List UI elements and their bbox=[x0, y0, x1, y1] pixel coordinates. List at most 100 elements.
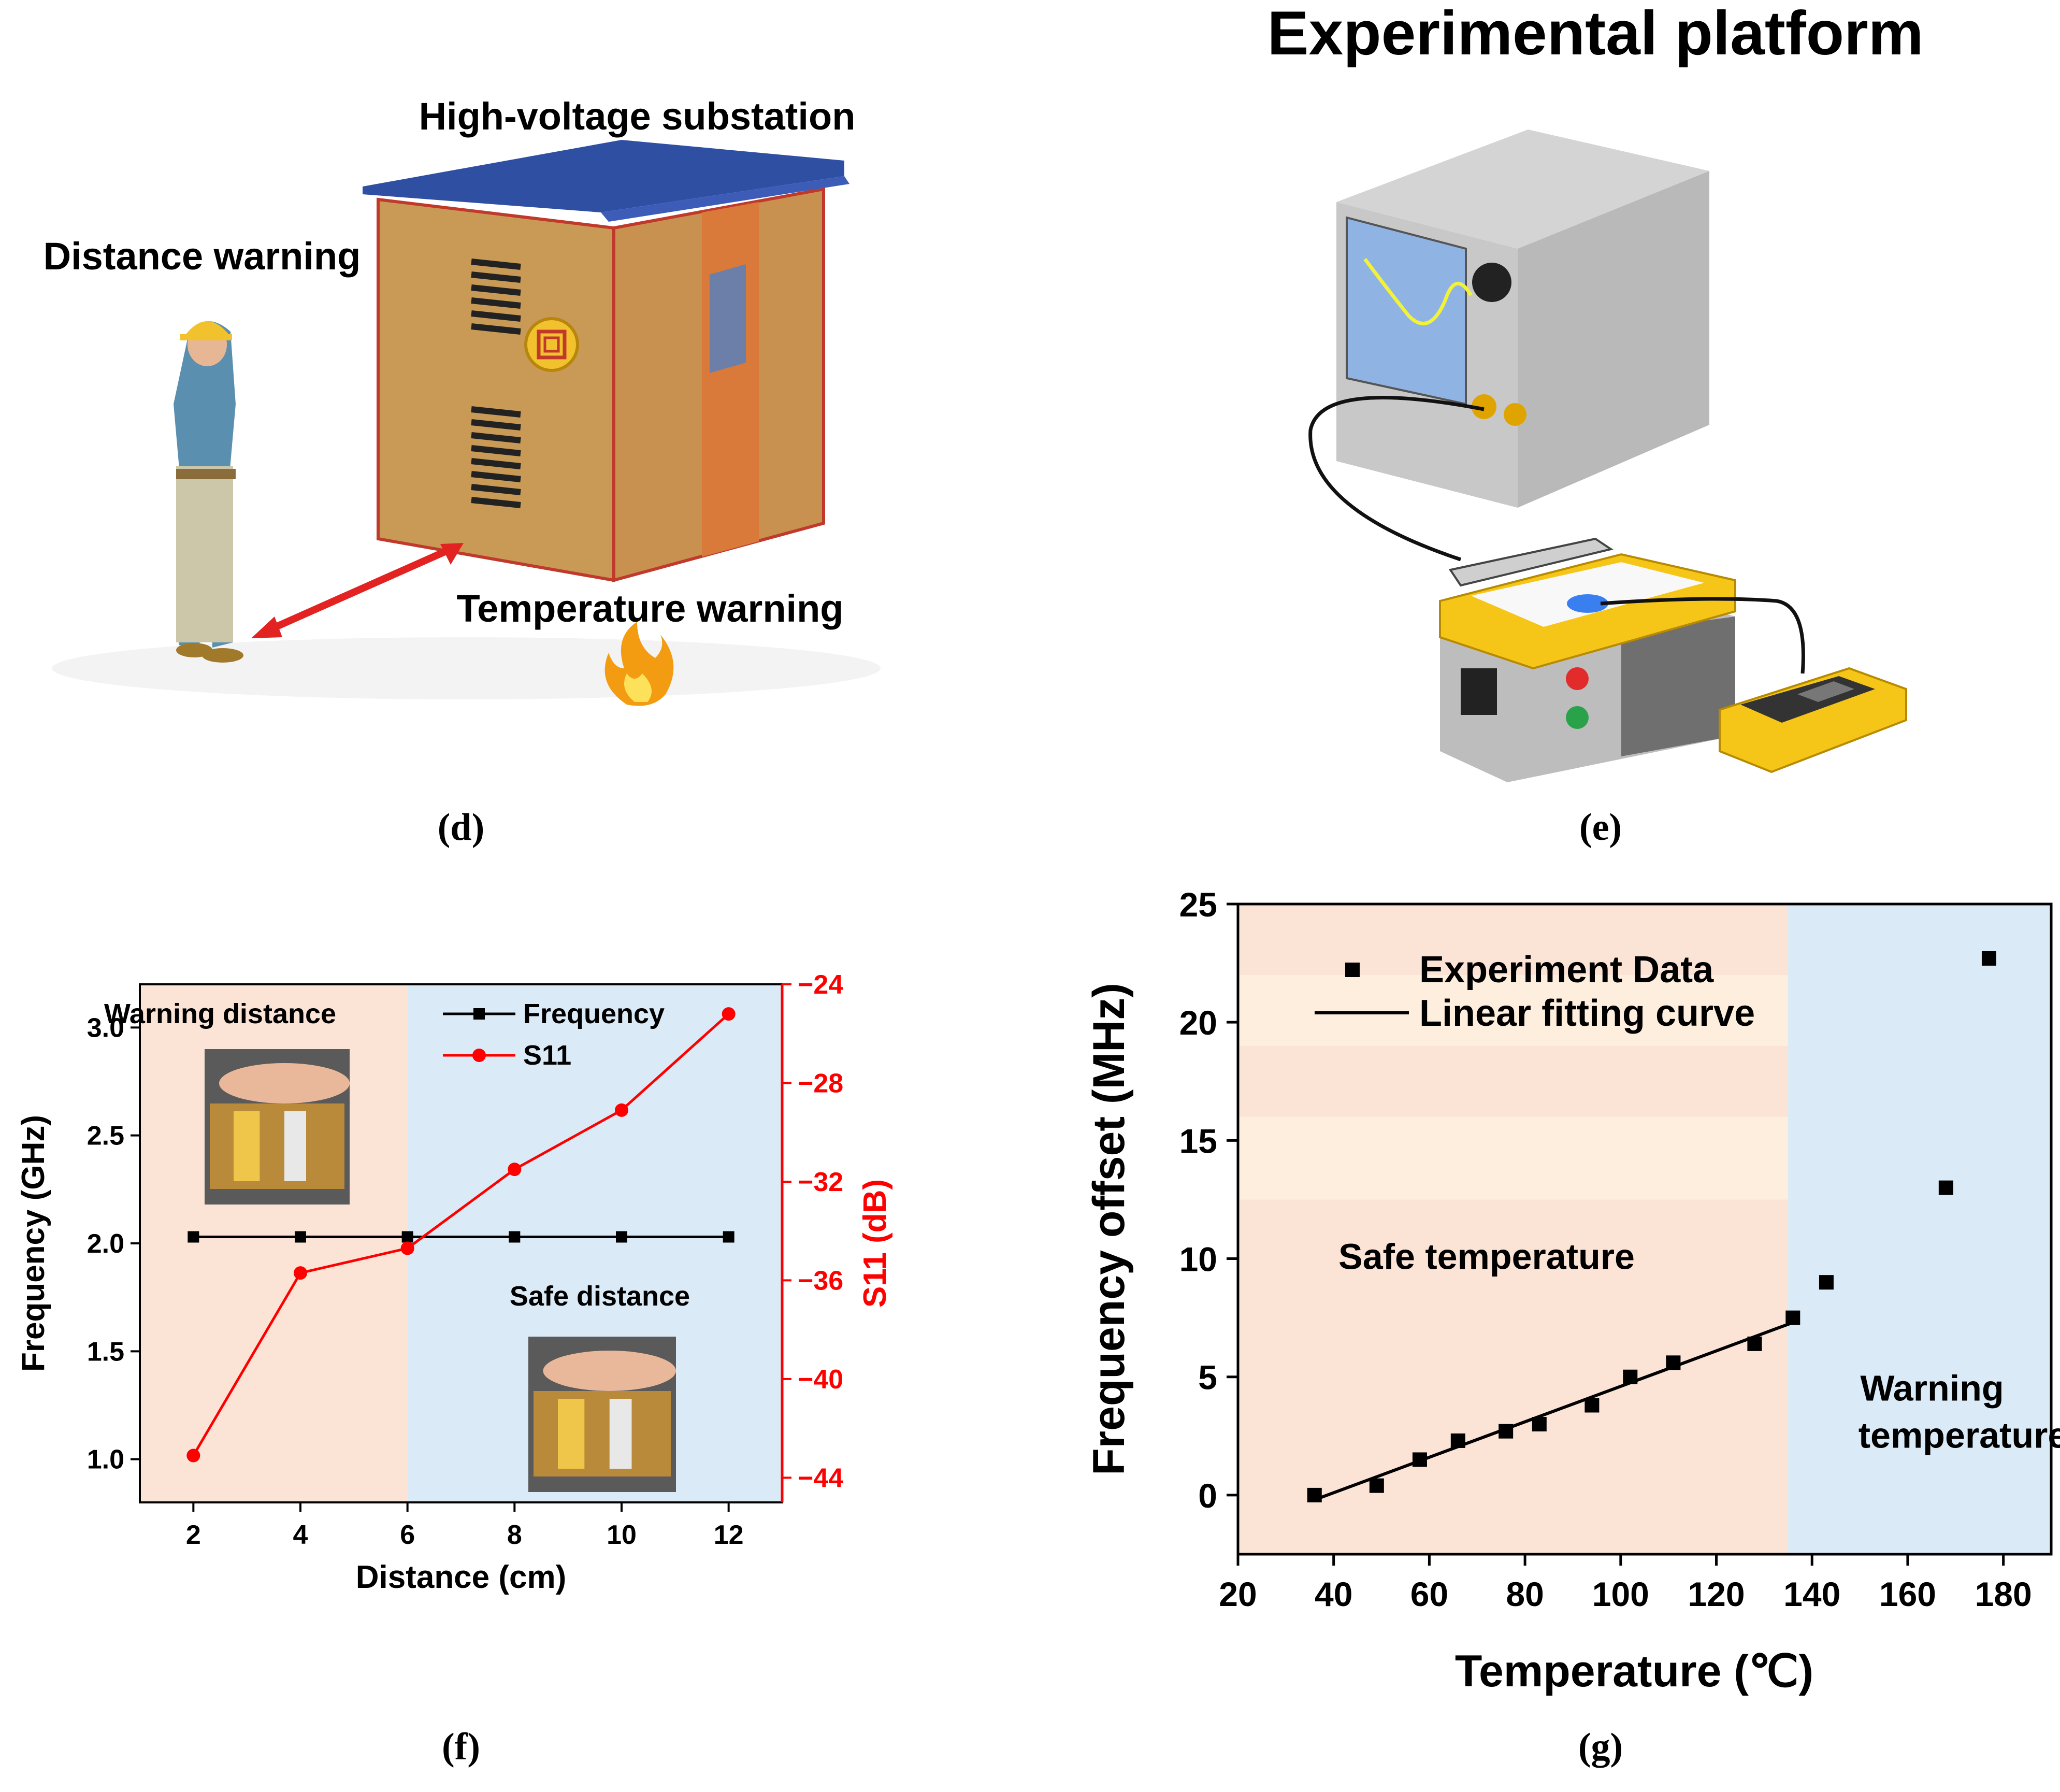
flame-icon bbox=[604, 622, 674, 706]
substation-door bbox=[702, 202, 759, 557]
band-g-0 bbox=[1238, 1116, 1789, 1200]
thermometer-icon bbox=[1719, 667, 1907, 773]
panel-label-d: (d) bbox=[437, 806, 485, 849]
substation-illustration: High-voltage substation Distance warning… bbox=[44, 95, 881, 706]
legend-marker-0 bbox=[473, 1008, 485, 1020]
y-right-tick-label-3: −36 bbox=[798, 1266, 843, 1296]
point-Frequency-3 bbox=[509, 1231, 521, 1243]
worker-figure bbox=[174, 321, 243, 663]
inset-photo-warning-strip2 bbox=[284, 1111, 306, 1181]
inset-photo-safe-strip2 bbox=[609, 1399, 632, 1469]
x-tick-label-2: 6 bbox=[400, 1520, 415, 1550]
y-tick-label-1: 1.5 bbox=[87, 1337, 124, 1367]
data-point-0 bbox=[1307, 1487, 1322, 1502]
point-S11-2 bbox=[400, 1241, 414, 1255]
inset-photo-warning-hand bbox=[219, 1063, 350, 1103]
y-right-tick-label-1: −28 bbox=[798, 1068, 843, 1098]
y-right-tick-label-2: −32 bbox=[798, 1167, 843, 1197]
x-tick-label-0: 2 bbox=[186, 1520, 201, 1550]
y-right-tick-label-5: −44 bbox=[798, 1463, 843, 1493]
data-point-5 bbox=[1532, 1417, 1547, 1431]
data-point-2 bbox=[1412, 1452, 1427, 1467]
label-temperature-warning: Temperature warning bbox=[456, 587, 843, 630]
g-x-tick-label-8: 180 bbox=[1975, 1575, 2032, 1613]
point-S11-5 bbox=[722, 1007, 736, 1021]
point-S11-3 bbox=[508, 1163, 522, 1177]
y-right-axis-label-f: S11 (dB) bbox=[857, 1179, 893, 1308]
distance-arrow-icon bbox=[251, 543, 464, 638]
inset-photo-safe-device bbox=[534, 1391, 671, 1476]
legend-label-0: Frequency bbox=[523, 998, 665, 1029]
y-tick-label-2: 2.0 bbox=[87, 1229, 124, 1259]
substation-left-face bbox=[377, 197, 615, 582]
cable bbox=[1308, 396, 1485, 562]
y-axis-label-g: Frequency offset (MHz) bbox=[1084, 983, 1134, 1475]
g-x-tick-label-6: 140 bbox=[1783, 1575, 1840, 1613]
panel-label-e: (e) bbox=[1579, 806, 1622, 849]
region-label-safe: Safe distance bbox=[510, 1281, 690, 1312]
region-label-warning-1: Warning bbox=[1860, 1368, 2004, 1408]
g-x-tick-label-4: 100 bbox=[1592, 1575, 1649, 1613]
point-Frequency-5 bbox=[723, 1231, 734, 1243]
panel-e-title: Experimental platform bbox=[1267, 0, 1924, 68]
inset-photo-safe-strip bbox=[558, 1399, 585, 1469]
g-y-tick-label-4: 20 bbox=[1179, 1003, 1217, 1042]
band-g-1 bbox=[1238, 974, 1789, 1046]
region-g-1 bbox=[1788, 904, 2051, 1554]
hot-plate-icon bbox=[1439, 537, 1736, 782]
x-tick-label-5: 12 bbox=[714, 1520, 744, 1550]
data-point-10 bbox=[1785, 1310, 1800, 1325]
substation-window bbox=[710, 264, 746, 373]
point-Frequency-2 bbox=[401, 1231, 413, 1243]
g-x-tick-label-2: 60 bbox=[1410, 1575, 1448, 1613]
legend-label-fit: Linear fitting curve bbox=[1419, 993, 1755, 1034]
point-Frequency-1 bbox=[295, 1231, 306, 1243]
data-point-13 bbox=[1981, 951, 1996, 966]
g-y-tick-label-2: 10 bbox=[1179, 1240, 1217, 1279]
inset-photo-safe-hand bbox=[543, 1351, 676, 1391]
inset-photo-warning-strip bbox=[234, 1111, 260, 1181]
sensor-badge-icon bbox=[524, 317, 579, 372]
panel-label-f: (f) bbox=[442, 1726, 480, 1768]
legend-label-experiment: Experiment Data bbox=[1419, 949, 1714, 991]
thermo-cable bbox=[1600, 597, 1805, 674]
legend-marker-experiment bbox=[1345, 963, 1360, 977]
g-x-tick-label-7: 160 bbox=[1879, 1575, 1936, 1613]
inset-photo-safe bbox=[528, 1337, 676, 1492]
point-S11-0 bbox=[186, 1449, 200, 1463]
fit-line bbox=[1314, 1321, 1794, 1501]
panel-e bbox=[1191, 93, 1994, 793]
legend-marker-1 bbox=[472, 1049, 486, 1062]
vent-lower bbox=[471, 406, 521, 508]
x-tick-label-3: 8 bbox=[507, 1520, 522, 1550]
label-distance-warning: Distance warning bbox=[44, 235, 361, 278]
region-label-warning-2: temperature bbox=[1859, 1415, 2060, 1456]
y-axis-label-f: Frequency (GHz) bbox=[16, 1115, 51, 1372]
x-axis-label-f: Distance (cm) bbox=[356, 1559, 567, 1595]
data-point-9 bbox=[1747, 1336, 1762, 1351]
label-substation: High-voltage substation bbox=[419, 95, 856, 138]
g-y-tick-label-5: 25 bbox=[1179, 885, 1217, 924]
panel-label-g: (g) bbox=[1578, 1726, 1623, 1768]
data-point-8 bbox=[1666, 1355, 1681, 1370]
x-tick-label-1: 4 bbox=[293, 1520, 308, 1550]
g-y-tick-label-3: 15 bbox=[1179, 1122, 1217, 1160]
point-S11-1 bbox=[294, 1266, 307, 1280]
point-Frequency-4 bbox=[616, 1231, 627, 1243]
data-point-11 bbox=[1819, 1275, 1834, 1290]
data-point-12 bbox=[1938, 1180, 1953, 1195]
g-x-tick-label-3: 80 bbox=[1506, 1575, 1544, 1613]
g-x-tick-label-5: 120 bbox=[1688, 1575, 1745, 1613]
data-point-3 bbox=[1450, 1433, 1465, 1448]
series-line-S11 bbox=[192, 1013, 730, 1456]
x-tick-label-4: 10 bbox=[607, 1520, 637, 1550]
inset-photo-warning-device bbox=[210, 1103, 344, 1189]
y-tick-label-4: 3.0 bbox=[87, 1013, 124, 1043]
region-label-safe-temperature: Safe temperature bbox=[1338, 1237, 1635, 1277]
data-point-4 bbox=[1499, 1424, 1514, 1439]
plot-frame-g bbox=[1236, 902, 2053, 1556]
